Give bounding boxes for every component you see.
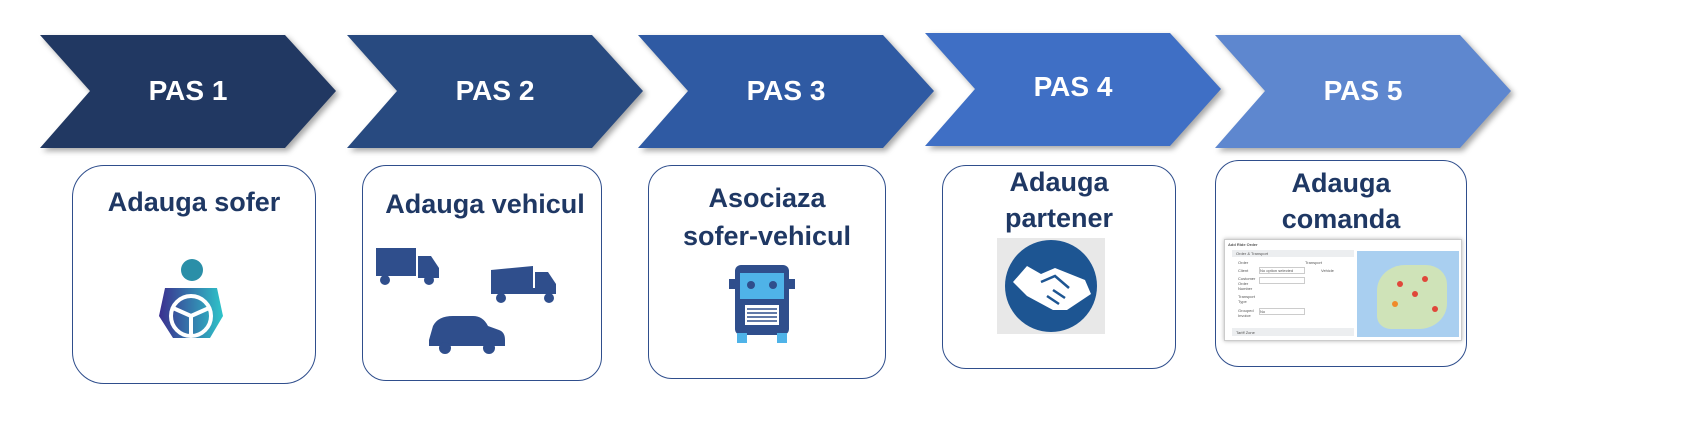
screenshot-grouped-select: No [1259,308,1305,315]
step-2-title: Adauga vehicul [385,189,585,219]
step-5-title-line1: Adauga [1291,168,1391,198]
screenshot-title: Add Ride Order [1228,242,1258,247]
step-5-chevron: PAS 5 [1215,35,1511,148]
step-4-title-line1: Adauga [1009,167,1109,197]
handshake-icon [997,238,1105,334]
screenshot-transport-type-label: Transport Type [1238,294,1255,304]
screenshot-customer-order-input [1259,277,1305,284]
order-screenshot: Add Ride Order Order & Transport Order T… [1224,239,1462,341]
truck-with-drivers-icon [729,265,795,343]
step-2-card: Adauga vehicul [362,165,602,381]
screenshot-order-heading: Order [1238,260,1249,265]
step-3-title-line2: sofer-vehicul [682,221,852,251]
step-1-title: Adauga sofer [107,187,281,217]
step-1-card: Adauga sofer [72,165,316,384]
step-2-label: PAS 2 [455,75,535,106]
step-2-chevron: PAS 2 [347,35,643,148]
screenshot-client-label: Client [1238,268,1249,273]
step-4-label: PAS 4 [1033,71,1113,102]
screenshot-tariff: Tariff Zone [1236,330,1255,335]
map-preview [1357,251,1459,337]
screenshot-vehicle-label: Vehicle [1321,268,1334,273]
step-3-card: Asociaza sofer-vehicul [648,165,886,379]
step-3-label: PAS 3 [746,75,826,106]
step-3-title-line1: Asociaza [708,183,826,213]
screenshot-grouped-label: Grouped Invoice [1238,308,1254,318]
step-5-card: Adauga comanda Add Ride Order Order & Tr… [1215,160,1467,367]
driver-steering-wheel-icon [159,259,223,338]
screenshot-transport-heading: Transport [1305,260,1322,265]
step-1-chevron: PAS 1 [40,35,336,148]
step-4-title-line2: partener [1004,203,1114,233]
vehicles-icon [376,248,556,354]
step-3-chevron: PAS 3 [638,35,934,148]
step-4-card: Adauga partener [942,165,1176,369]
screenshot-section: Order & Transport [1236,251,1269,256]
step-5-label: PAS 5 [1323,75,1403,106]
screenshot-customer-order-label: Customer Order Number [1238,276,1256,291]
step-5-title-line2: comanda [1281,204,1401,234]
screenshot-client-select: No option selected [1259,267,1305,274]
step-1-label: PAS 1 [148,75,228,106]
step-4-chevron: PAS 4 [925,33,1221,146]
